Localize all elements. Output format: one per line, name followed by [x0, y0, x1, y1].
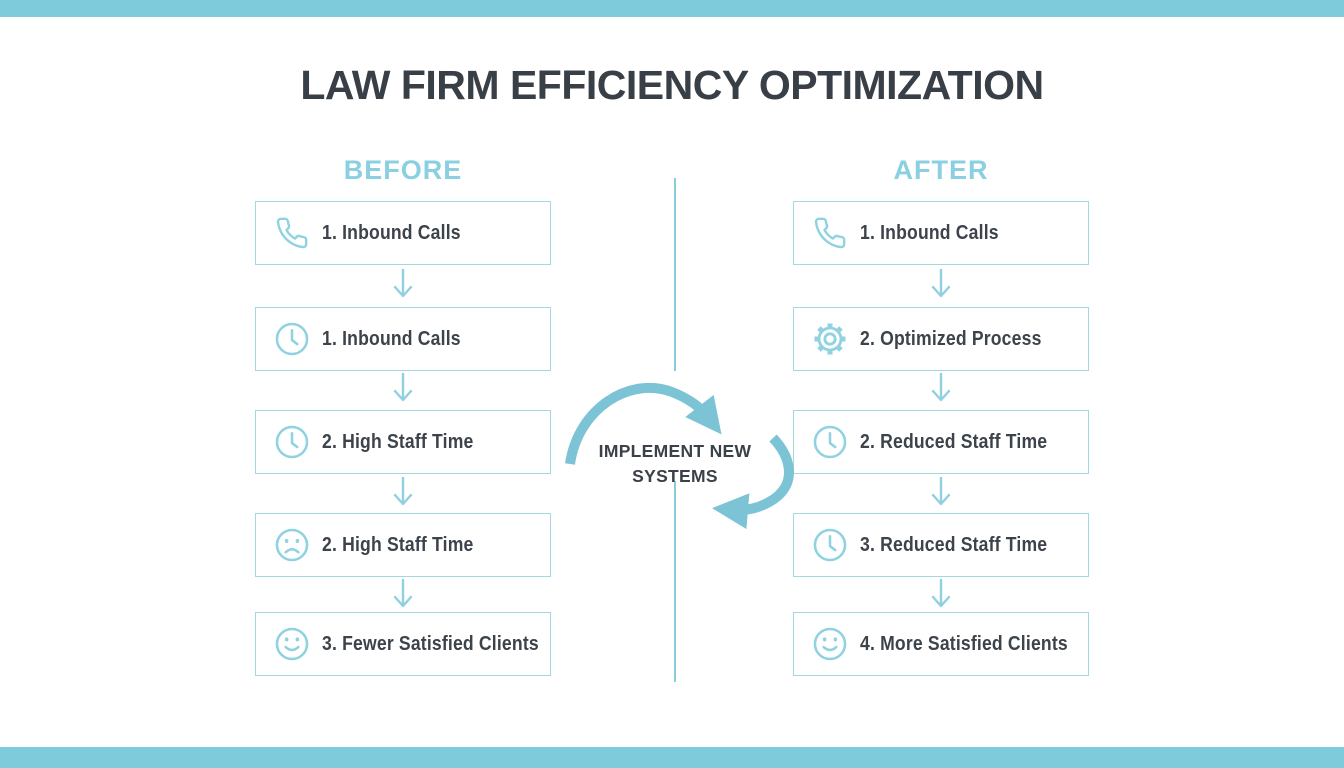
before-step-fewer-satisfied-clients: 3. Fewer Satisfied Clients	[255, 612, 551, 676]
center-label-line1: IMPLEMENT NEW	[598, 441, 752, 461]
cycle-arrows-icon	[550, 368, 810, 543]
step-label: 2. High Staff Time	[322, 430, 474, 453]
after-step-inbound-calls: 1. Inbound Calls	[793, 201, 1089, 265]
after-column-heading: AFTER	[893, 155, 989, 185]
page-title: LAW FIRM EFFICIENCY OPTIMIZATION	[300, 62, 1044, 108]
clock-icon	[272, 422, 312, 462]
before-step-high-staff-time-1: 2. High Staff Time	[255, 410, 551, 474]
step-label: 3. Fewer Satisfied Clients	[322, 632, 539, 655]
step-label: 3. Reduced Staff Time	[860, 533, 1048, 556]
top-accent-bar	[0, 0, 1344, 17]
clock-icon	[810, 525, 850, 565]
down-arrow-icon	[931, 476, 951, 510]
phone-icon	[272, 213, 312, 253]
step-label: 2. Reduced Staff Time	[860, 430, 1048, 453]
down-arrow-icon	[393, 578, 413, 612]
clock-icon	[810, 422, 850, 462]
after-step-more-satisfied-clients: 4. More Satisfied Clients	[793, 612, 1089, 676]
after-step-reduced-staff-time-1: 2. Reduced Staff Time	[793, 410, 1089, 474]
step-label: 1. Inbound Calls	[860, 221, 999, 244]
before-step-high-staff-time-2: 2. High Staff Time	[255, 513, 551, 577]
down-arrow-icon	[393, 268, 413, 302]
down-arrow-icon	[393, 476, 413, 510]
bottom-accent-bar	[0, 747, 1344, 768]
after-step-reduced-staff-time-2: 3. Reduced Staff Time	[793, 513, 1089, 577]
step-label: 2. Optimized Process	[860, 327, 1042, 350]
phone-icon	[810, 213, 850, 253]
center-label-line2: SYSTEMS	[632, 466, 718, 486]
before-step-inbound-calls-1: 1. Inbound Calls	[255, 201, 551, 265]
before-column-heading: BEFORE	[343, 155, 463, 185]
step-label: 4. More Satisfied Clients	[860, 632, 1068, 655]
happy-face-icon	[272, 624, 312, 664]
center-label: IMPLEMENT NEW SYSTEMS	[555, 439, 795, 489]
step-label: 1. Inbound Calls	[322, 327, 461, 350]
step-label: 1. Inbound Calls	[322, 221, 461, 244]
center-divider-top	[674, 178, 676, 371]
down-arrow-icon	[393, 372, 413, 406]
step-label: 2. High Staff Time	[322, 533, 474, 556]
happy-face-icon	[810, 624, 850, 664]
gear-icon	[810, 319, 850, 359]
down-arrow-icon	[931, 372, 951, 406]
down-arrow-icon	[931, 578, 951, 612]
sad-face-icon	[272, 525, 312, 565]
clock-icon	[272, 319, 312, 359]
after-step-optimized-process: 2. Optimized Process	[793, 307, 1089, 371]
center-divider-bottom	[674, 481, 676, 682]
down-arrow-icon	[931, 268, 951, 302]
before-step-inbound-calls-2: 1. Inbound Calls	[255, 307, 551, 371]
